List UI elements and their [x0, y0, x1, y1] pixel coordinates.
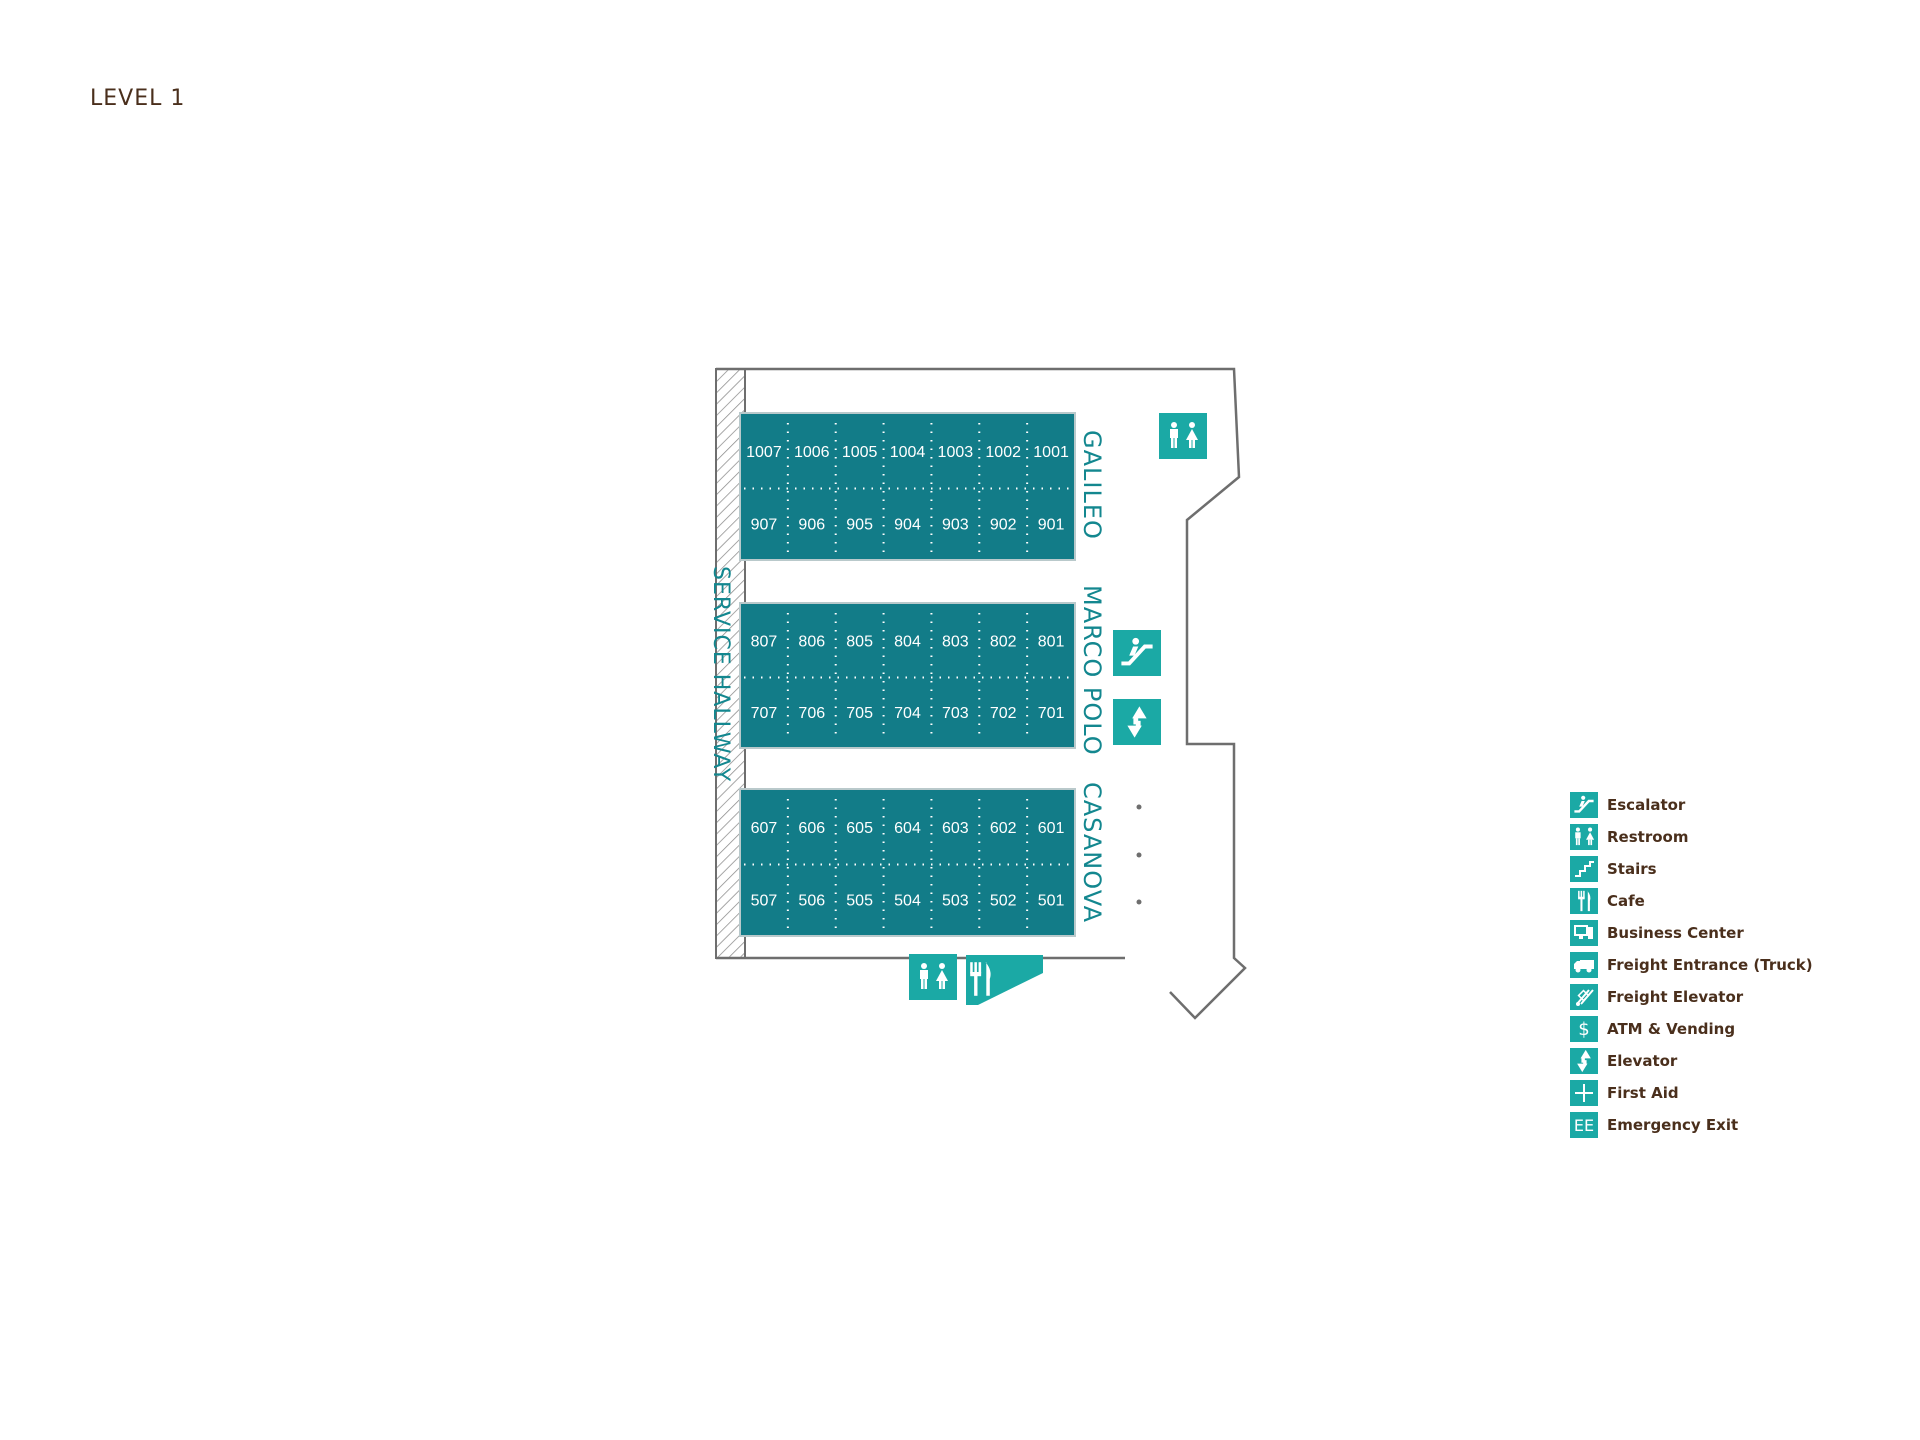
legend-label: Cafe	[1607, 892, 1645, 910]
legend-item-restroom: Restroom	[1570, 821, 1813, 853]
emergency-exit-icon: EE	[1570, 1112, 1598, 1138]
booth-501[interactable]: 501	[1038, 892, 1065, 909]
booth-805[interactable]: 805	[846, 634, 873, 651]
cafe-icon	[966, 955, 1043, 1005]
dot-marker	[1136, 899, 1142, 905]
booth-505[interactable]: 505	[846, 892, 873, 909]
booth-1002[interactable]: 1002	[985, 444, 1021, 461]
first-aid-icon	[1570, 1080, 1598, 1106]
legend-item-emergency-exit: EE Emergency Exit	[1570, 1109, 1813, 1141]
booth-601[interactable]: 601	[1038, 820, 1065, 837]
booth-606[interactable]: 606	[798, 820, 825, 837]
booth-703[interactable]: 703	[942, 705, 969, 722]
booth-906[interactable]: 906	[798, 516, 825, 533]
hall-label-galileo: GALILEO	[1078, 430, 1106, 540]
booth-1006[interactable]: 1006	[794, 444, 830, 461]
booth-802[interactable]: 802	[990, 634, 1017, 651]
booth-604[interactable]: 604	[894, 820, 921, 837]
booth-705[interactable]: 705	[846, 705, 873, 722]
legend-label: Freight Entrance (Truck)	[1607, 956, 1813, 974]
legend-item-elevator: Elevator	[1570, 1045, 1813, 1077]
booth-503[interactable]: 503	[942, 892, 969, 909]
booth-801[interactable]: 801	[1038, 634, 1065, 651]
cafe-icon	[1570, 888, 1598, 914]
booth-1001[interactable]: 1001	[1033, 444, 1069, 461]
booth-901[interactable]: 901	[1038, 516, 1065, 533]
business-center-icon	[1570, 920, 1598, 946]
restroom-icon	[1570, 824, 1598, 850]
atm-glyph: $	[1578, 1018, 1590, 1040]
elevator-icon	[1570, 1048, 1598, 1074]
galileo-hall[interactable]	[739, 412, 1076, 561]
booth-607[interactable]: 607	[751, 820, 778, 837]
booth-1007[interactable]: 1007	[746, 444, 782, 461]
booth-907[interactable]: 907	[751, 516, 778, 533]
escalator-icon	[1113, 630, 1161, 676]
escalator-icon	[1570, 792, 1598, 818]
booth-706[interactable]: 706	[798, 705, 825, 722]
legend-label: Escalator	[1607, 796, 1686, 814]
booth-803[interactable]: 803	[942, 634, 969, 651]
booth-807[interactable]: 807	[751, 634, 778, 651]
booth-905[interactable]: 905	[846, 516, 873, 533]
booth-602[interactable]: 602	[990, 820, 1017, 837]
legend-item-escalator: Escalator	[1570, 789, 1813, 821]
freight-elevator-icon	[1570, 984, 1598, 1010]
booth-903[interactable]: 903	[942, 516, 969, 533]
legend-item-cafe: Cafe	[1570, 885, 1813, 917]
legend-label: ATM & Vending	[1607, 1020, 1736, 1038]
booth-701[interactable]: 701	[1038, 705, 1065, 722]
legend-label: Emergency Exit	[1607, 1116, 1739, 1134]
booth-806[interactable]: 806	[798, 634, 825, 651]
casanova-hall[interactable]	[739, 788, 1076, 937]
legend-label: Freight Elevator	[1607, 988, 1744, 1006]
legend-label: Stairs	[1607, 860, 1657, 878]
booth-1005[interactable]: 1005	[842, 444, 878, 461]
legend-item-atm: $ ATM & Vending	[1570, 1013, 1813, 1045]
level-title: LEVEL 1	[90, 86, 186, 111]
legend-item-stairs: Stairs	[1570, 853, 1813, 885]
legend-label: Restroom	[1607, 828, 1689, 846]
dot-marker	[1136, 804, 1142, 810]
booth-707[interactable]: 707	[751, 705, 778, 722]
elevator-icon	[1113, 699, 1161, 745]
booth-605[interactable]: 605	[846, 820, 873, 837]
booth-506[interactable]: 506	[798, 892, 825, 909]
marco-polo-hall[interactable]	[739, 602, 1076, 749]
legend-item-business-center: Business Center	[1570, 917, 1813, 949]
booth-507[interactable]: 507	[751, 892, 778, 909]
booth-702[interactable]: 702	[990, 705, 1017, 722]
booth-904[interactable]: 904	[894, 516, 921, 533]
hall-label-marco-polo: MARCO POLO	[1078, 585, 1106, 756]
booth-1003[interactable]: 1003	[938, 444, 974, 461]
booth-804[interactable]: 804	[894, 634, 921, 651]
atm-icon: $	[1570, 1016, 1598, 1042]
booth-numbers: 1007 1006 1005 1004 1003 1002 1001 907 906 905 904…	[746, 444, 1069, 909]
freight-entrance-icon	[1570, 952, 1598, 978]
legend: Escalator Restroom Stairs Cafe Business …	[1570, 789, 1813, 1141]
hall-label-casanova: CASANOVA	[1078, 782, 1106, 923]
restroom-icon	[1159, 413, 1207, 459]
legend-item-first-aid: First Aid	[1570, 1077, 1813, 1109]
stairs-icon	[1570, 856, 1598, 882]
booth-504[interactable]: 504	[894, 892, 921, 909]
legend-label: Elevator	[1607, 1052, 1678, 1070]
legend-label: First Aid	[1607, 1084, 1679, 1102]
legend-label: Business Center	[1607, 924, 1744, 942]
booth-1004[interactable]: 1004	[890, 444, 926, 461]
booth-902[interactable]: 902	[990, 516, 1017, 533]
booth-603[interactable]: 603	[942, 820, 969, 837]
booth-704[interactable]: 704	[894, 705, 921, 722]
service-hallway-label: SERVICE HALLWAY	[708, 566, 733, 782]
legend-item-freight-entrance: Freight Entrance (Truck)	[1570, 949, 1813, 981]
booth-dividers	[744, 423, 1071, 928]
booth-502[interactable]: 502	[990, 892, 1017, 909]
dot-marker	[1136, 852, 1142, 858]
restroom-icon	[909, 954, 957, 1000]
emergency-exit-glyph: EE	[1573, 1115, 1595, 1135]
legend-item-freight-elevator: Freight Elevator	[1570, 981, 1813, 1013]
